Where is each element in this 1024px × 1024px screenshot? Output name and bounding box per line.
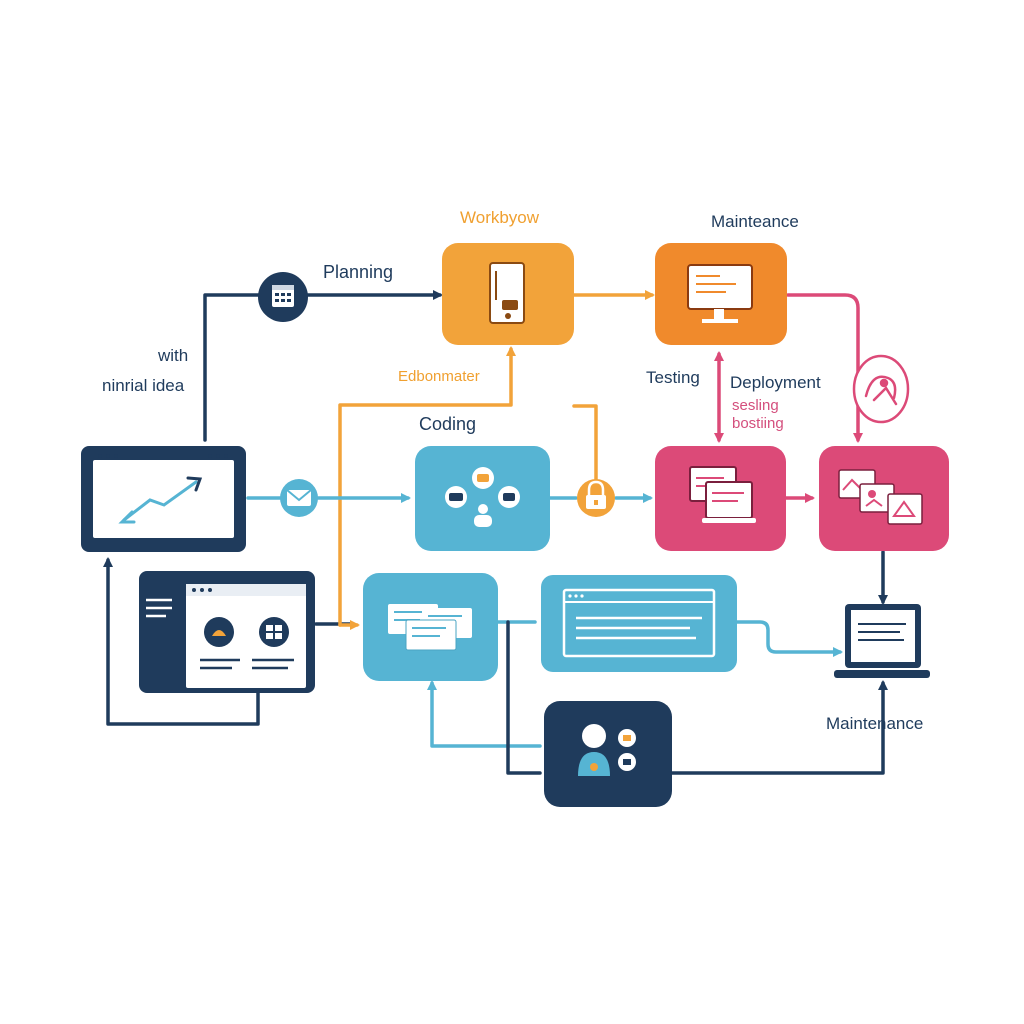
windows-icon [689, 466, 756, 523]
maintenance-box [655, 243, 787, 345]
coding-box [415, 446, 550, 551]
analysis-box [81, 446, 246, 552]
maintenance-bottom-label: Maintenance [826, 714, 924, 733]
monitor-icon [687, 264, 753, 323]
phone-document-icon [489, 262, 525, 324]
arrow-user-to-laptop [670, 680, 888, 775]
testing-box [655, 446, 786, 551]
user-box [544, 701, 672, 807]
webpage-box [541, 575, 737, 672]
cards-box [363, 573, 498, 681]
photo-cards-icon [838, 469, 923, 525]
arrow-webpage-to-laptop [735, 620, 843, 657]
planning-label: Planning [323, 262, 394, 282]
envelope-node [280, 479, 318, 517]
bird-node [852, 354, 910, 424]
webpage-icon [562, 588, 716, 658]
workflow-label: Workbyow [460, 208, 540, 227]
team-icon [445, 467, 520, 527]
testing-label: Testing [646, 368, 700, 387]
flame-bird-icon [864, 375, 898, 406]
user-icon [578, 724, 636, 776]
envelope-icon [286, 489, 312, 506]
sesling-label: sesling [732, 397, 779, 414]
planning-node [258, 272, 308, 322]
coding-label: Coding [419, 414, 477, 434]
connectors [103, 290, 888, 775]
edbonmater-label: Edbonmater [398, 368, 480, 385]
arrow-maintenance-to-right [786, 293, 863, 443]
with-label: with [158, 346, 189, 365]
calendar-icon [272, 285, 294, 307]
initial-idea-label: ninrial idea [102, 376, 185, 395]
deployment-label: Deployment [730, 373, 821, 392]
chart-arrow-icon [98, 454, 228, 524]
workflow-box [442, 243, 574, 345]
bostiing-label: bostiing [732, 415, 784, 432]
laptop-icon [834, 604, 930, 678]
dashboard-box [139, 571, 315, 693]
arrow-orange-hook [572, 404, 598, 482]
lock-node [577, 479, 615, 517]
arrow-cards-up-to-orange [338, 346, 516, 627]
deployment-box [819, 446, 949, 551]
cards-icon [388, 604, 472, 651]
arrow-dashboard-loop-left [103, 557, 260, 726]
lock-icon [586, 480, 606, 509]
maintenance-top-label: Maintеаnce [711, 212, 799, 231]
browser-icon [146, 584, 306, 688]
arrow-analysis-to-planning [203, 290, 443, 442]
arrow-cards-down-to-user [506, 620, 542, 775]
arrow-user-to-cards [427, 680, 542, 748]
